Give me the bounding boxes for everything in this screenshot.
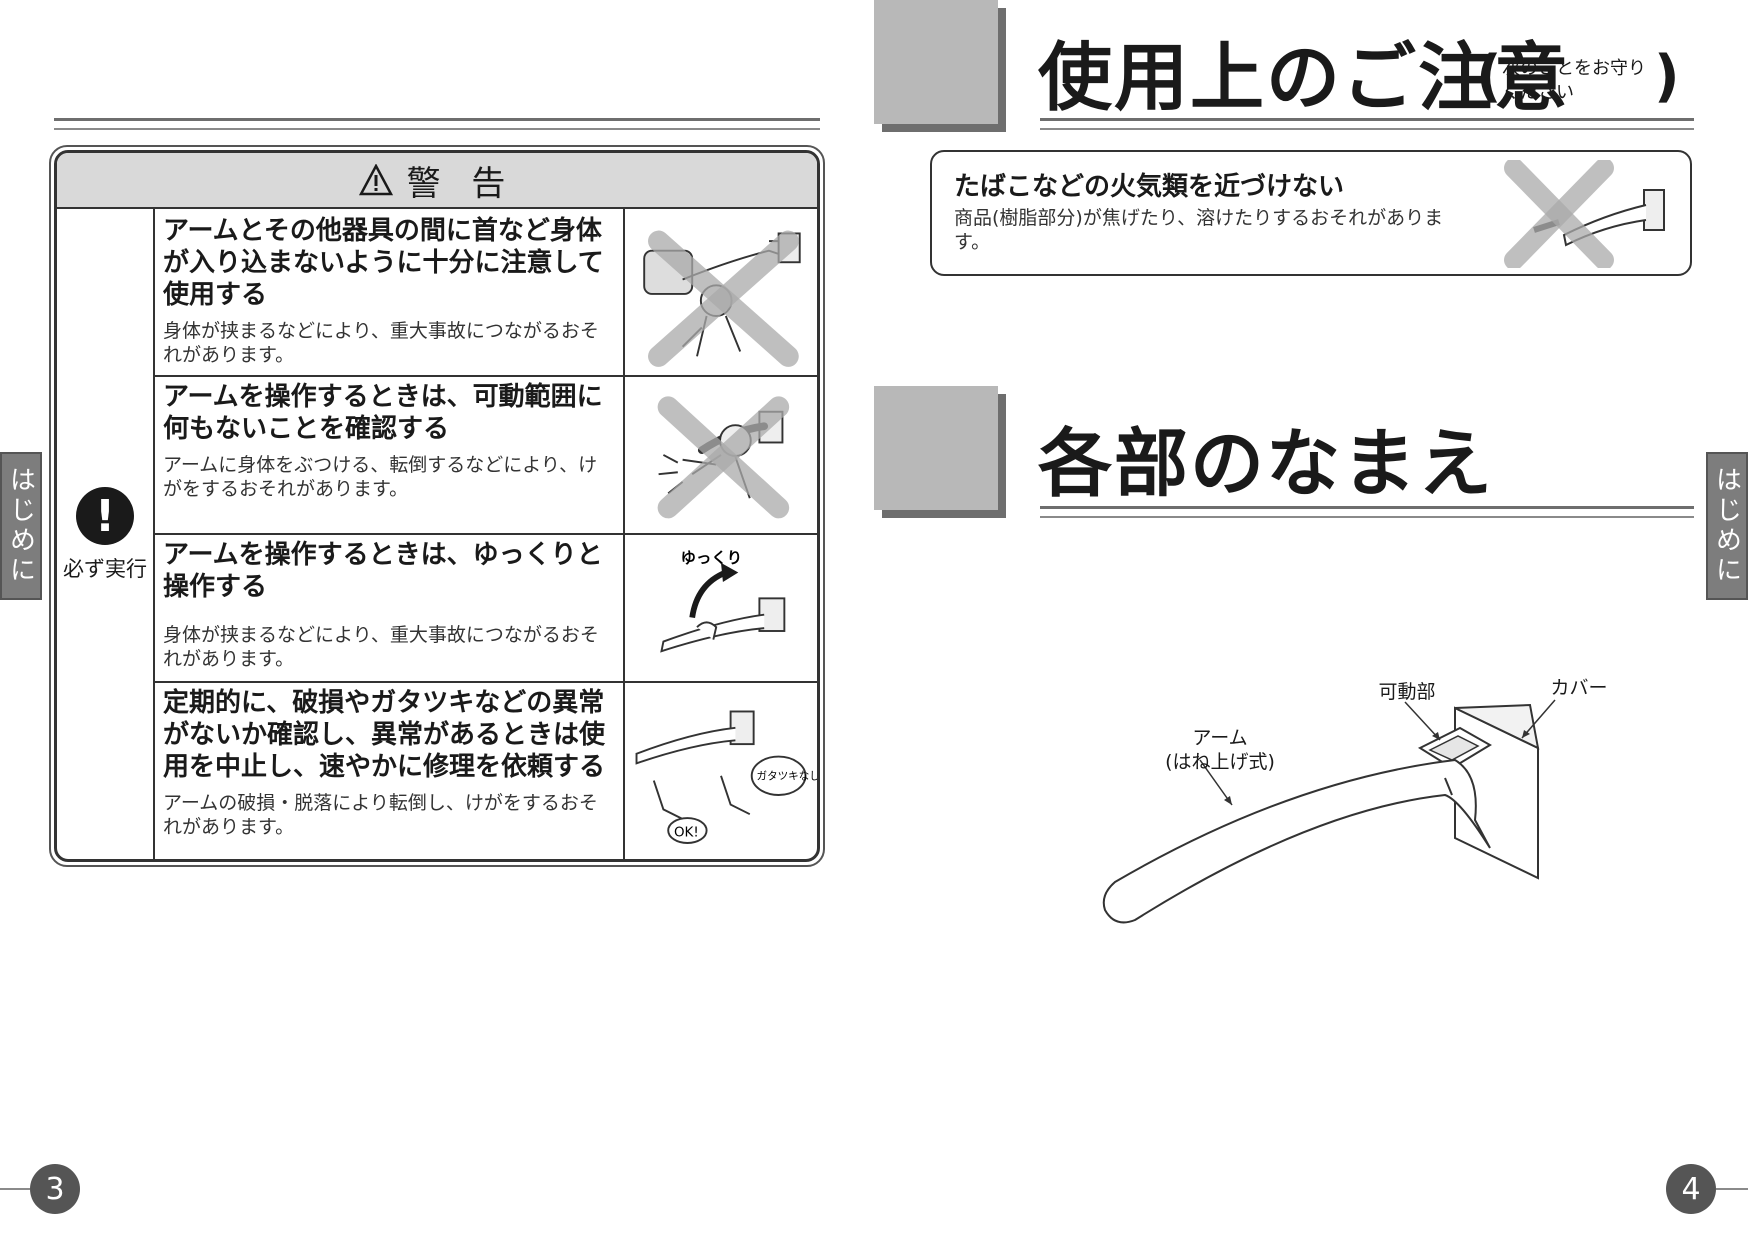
no-fire-illustration [1504,160,1665,268]
ok-bubble-text: OK! [674,825,699,840]
warning-row: アームとその他器具の間に首など身体が入り込まないように十分に注意して使用する 身… [153,209,817,377]
note-paren-close: ) [1654,44,1680,109]
fire-caution-title: たばこなどの火気類を近づけない [954,172,1345,202]
warning-row-title: アームを操作するときは、ゆっくりと操作する [163,540,603,602]
warning-row-desc: 身体が挟まるなどにより、重大事故につながるおそれがあります。 [163,624,599,670]
slow-operation-illustration: ゆっくり [660,549,786,653]
label-arm-type: (はね上げ式) [1165,751,1275,773]
prohibited-range-illustration [657,396,790,519]
heading-block [874,0,998,124]
warning-illustration-neck [623,209,817,375]
no-wobble-bubble-text: ガタツキなし！ [757,771,817,783]
warning-illustration-check: ガタツキなし！ OK! [623,681,817,859]
warning-rows: アームとその他器具の間に首など身体が入り込まないように十分に注意して使用する 身… [153,209,817,859]
must-do-label: 必ず実行 [63,557,147,581]
warning-row-title: 定期的に、破損やガタツキなどの異常がないか確認し、異常があるときは使用を中止し、… [163,688,606,782]
warning-row: 定期的に、破損やガタツキなどの異常がないか確認し、異常があるときは使用を中止し、… [153,681,817,859]
note-paren-open: ( [1476,44,1502,109]
parts-rule-thin [1040,516,1694,518]
warning-box-border [49,145,825,867]
warning-header-label: 警 告 [406,163,516,204]
handrail-parts-diagram [1102,699,1556,924]
warning-row: アームを操作するときは、可動範囲に何もないことを確認する アームに身体をぶつける… [153,375,817,535]
note-line-2: ください [1502,82,1574,103]
warning-triangle-icon [358,164,393,196]
page-num-rule-left [0,1188,30,1190]
label-movable-part: 可動部 [1378,681,1436,703]
page-num-rule-right [1716,1188,1748,1190]
warning-body: ! 必ず実行 アームとその他器具の間に首など身体が入り込まないように十分に注意し… [57,209,817,859]
warning-row-desc: アームの破損・脱落により転倒し、けがをするおそれがあります。 [163,792,598,838]
usage-rule-thin [1040,128,1694,130]
prohibited-neck-illustration [643,230,801,367]
page-number-left: 3 [30,1164,80,1214]
side-tab-left[interactable]: はじめに [0,452,42,600]
must-do-column: ! 必ず実行 [57,209,155,859]
page-number-right: 4 [1666,1164,1716,1214]
top-rule-left [54,118,820,121]
label-cover: カバー [1550,677,1608,699]
warning-row-title: アームとその他器具の間に首など身体が入り込まないように十分に注意して使用する [163,216,604,310]
usage-rule [1040,118,1694,121]
warning-row-desc: 身体が挟まるなどにより、重大事故につながるおそれがあります。 [163,320,599,366]
warning-illustration-slow: ゆっくり [623,533,817,681]
warning-row-desc: アームに身体をぶつける、転倒するなどにより、けがをするおそれがあります。 [163,454,598,500]
usage-caution-title: 使用上のご注意 [1038,35,1570,121]
warning-row: アームを操作するときは、ゆっくりと操作する 身体が挟まるなどにより、重大事故につ… [153,533,817,683]
fire-caution-box: たばこなどの火気類を近づけない 商品(樹脂部分)が焦げたり、溶けたりするおそれが… [930,150,1692,276]
fire-caution-desc: 商品(樹脂部分)が焦げたり、溶けたりするおそれがあります。 [954,207,1444,253]
parts-rule [1040,506,1694,509]
side-tab-right[interactable]: はじめに [1706,452,1748,600]
warning-header: 警 告 [57,153,817,209]
warning-box: 警 告 ! 必ず実行 アームとその他器具の間に首など身体が入り込まないように十分… [54,150,820,862]
parts-heading-block [874,386,998,510]
slow-label: ゆっくり [681,549,742,567]
warning-row-title: アームを操作するときは、可動範囲に何もないことを確認する [163,382,603,444]
top-rule-left-thin [54,128,820,130]
label-arm: アーム [1192,727,1248,749]
exclamation-icon: ! [76,487,134,545]
inspection-illustration: ガタツキなし！ OK! [635,710,817,844]
warning-illustration-range [623,375,817,533]
note-line-1: 次のことをお守り [1502,58,1646,79]
parts-names-title: 各部のなまえ [1038,421,1494,507]
